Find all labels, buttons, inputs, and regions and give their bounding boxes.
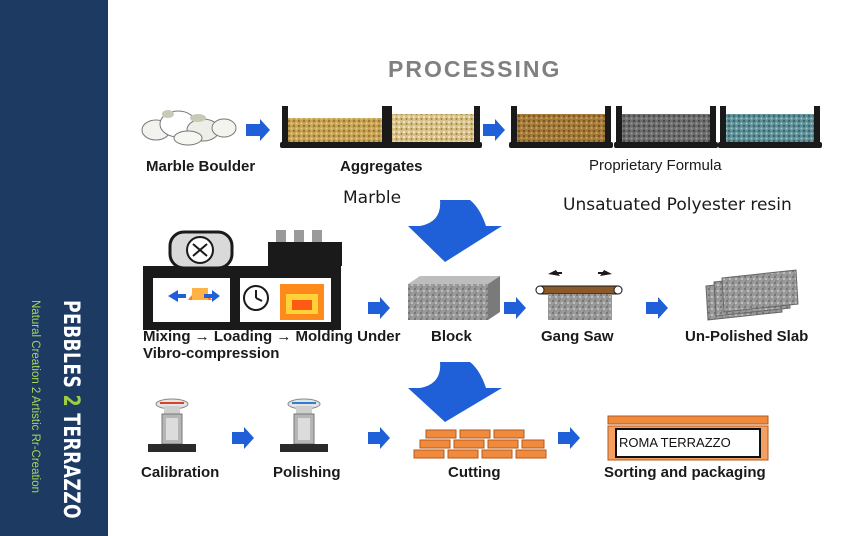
- formula-tray-icon: [509, 106, 613, 148]
- package-crate-icon: [607, 415, 769, 461]
- roma-terrazzo-label: ROMA TERRAZZO: [619, 435, 731, 450]
- arrow-right-icon: [368, 427, 390, 449]
- aggregates-tray-icon: [384, 106, 482, 148]
- unpolished-slab-label: Un-Polished Slab: [685, 328, 809, 345]
- mixing-label: Mixing → Loading → Molding Under: [143, 328, 401, 345]
- gang-saw-icon: [535, 270, 623, 320]
- brand-title: PEBBLES 2 TERRAZZO: [58, 300, 83, 519]
- brand-title-number: 2: [58, 394, 83, 407]
- diagram-title: PROCESSING: [388, 56, 562, 82]
- cutting-label: Cutting: [448, 464, 501, 481]
- calibration-label: Calibration: [141, 464, 220, 481]
- curved-down-arrow-icon: [408, 200, 502, 262]
- formula-tray-icon: [614, 106, 718, 148]
- aggregates-label: Aggregates: [340, 158, 423, 175]
- arrow-right-icon: [646, 297, 668, 319]
- unpolished-slab-icon: [705, 269, 799, 321]
- brand-tagline: Natural Creation 2 Artistic Rr-Creation: [29, 300, 41, 494]
- marble-note: Marble: [343, 188, 402, 208]
- marble-boulder-label: Marble Boulder: [146, 158, 256, 175]
- brand-title-part1: PEBBLES: [58, 300, 83, 389]
- brand-title-part2: TERRAZZO: [58, 413, 83, 520]
- brand-sidebar: PEBBLES 2 TERRAZZO Natural Creation 2 Ar…: [0, 0, 108, 536]
- arrow-right-icon: [558, 427, 580, 449]
- polishing-machine-icon: [280, 398, 328, 452]
- aggregates-tray-icon: [280, 106, 390, 148]
- sorting-packaging-label: Sorting and packaging: [604, 464, 766, 481]
- curved-down-arrow-icon: [408, 362, 502, 422]
- vibro-compression-label: Vibro-compression: [143, 345, 280, 362]
- cut-tiles-icon: [413, 429, 547, 459]
- arrow-right-icon: [368, 297, 390, 319]
- proprietary-formula-label: Proprietary Formula: [589, 157, 722, 174]
- arrow-right-icon: [483, 119, 505, 141]
- formula-tray-icon: [718, 106, 822, 148]
- stone-block-icon: [408, 276, 500, 320]
- arrow-right-icon: [504, 297, 526, 319]
- arrow-right-icon: [246, 119, 270, 141]
- resin-note: Unsatuated Polyester resin: [563, 195, 792, 215]
- block-label: Block: [431, 328, 472, 345]
- arrow-right-icon: [232, 427, 254, 449]
- gang-saw-label: Gang Saw: [541, 328, 614, 345]
- diagram-graphics: [141, 106, 822, 461]
- processing-diagram: PROCESSING: [108, 0, 842, 536]
- calibration-machine-icon: [148, 398, 196, 452]
- polishing-label: Polishing: [273, 464, 341, 481]
- marble-boulder-icon: [141, 110, 237, 146]
- mixing-machine-icon: [143, 230, 342, 330]
